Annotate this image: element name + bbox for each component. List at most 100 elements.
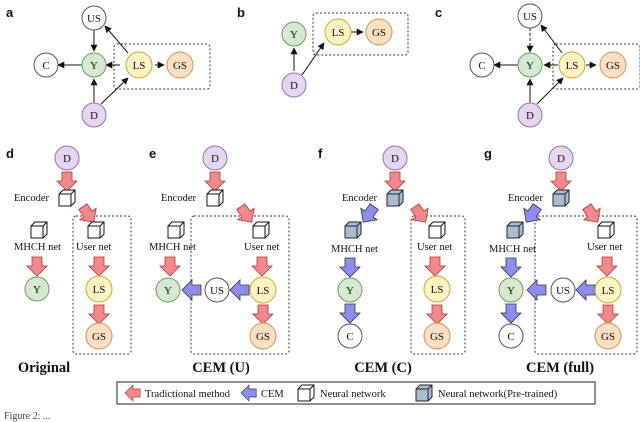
node-y: Y <box>81 52 107 78</box>
node-c: C <box>498 323 524 349</box>
svg-text:GS: GS <box>606 60 620 72</box>
user-net-label: User net <box>244 242 279 253</box>
mhch-pretrained-cube-icon <box>506 221 524 239</box>
node-d: D <box>81 102 107 128</box>
cem-arrow <box>339 303 361 324</box>
svg-text:LS: LS <box>257 285 270 297</box>
user-box <box>113 43 211 90</box>
svg-text:D: D <box>526 110 534 122</box>
svg-text:Y: Y <box>526 60 534 72</box>
traditional-arrow <box>596 256 618 277</box>
panel-g: g D Encoder MHCH net User net Y US LS C … <box>484 145 638 376</box>
svg-text:US: US <box>556 285 570 297</box>
node-us: US <box>204 277 230 303</box>
encoder-label: Encoder <box>508 193 543 204</box>
svg-text:D: D <box>211 153 219 165</box>
node-ls: LS <box>85 275 113 303</box>
user-box <box>410 215 466 355</box>
svg-text:LS: LS <box>566 60 579 72</box>
user-box <box>312 12 409 56</box>
panel-e: e D Encoder MHCH net User net Y US LS GS… <box>149 145 290 376</box>
panel-d: d D Encoder MHCH net User net Y LS GS Or… <box>6 145 132 376</box>
svg-text:US: US <box>87 13 101 25</box>
node-d: D <box>202 145 228 171</box>
node-us: US <box>81 5 107 31</box>
encoder-cube-icon <box>206 189 224 207</box>
legend-neural-icon <box>297 384 315 402</box>
encoder-label: Encoder <box>14 193 49 204</box>
legend: Tradictional method CEM Neural network N… <box>116 381 596 405</box>
node-ls: LS <box>324 18 352 46</box>
title-cem-full: CEM (full) <box>526 360 594 376</box>
title-original: Original <box>18 360 70 376</box>
node-ls: LS <box>249 276 277 304</box>
encoder-label: Encoder <box>161 193 196 204</box>
svg-text:Y: Y <box>507 285 515 297</box>
svg-text:Y: Y <box>90 60 98 72</box>
svg-text:LS: LS <box>332 27 345 39</box>
svg-text:C: C <box>42 60 49 72</box>
panel-letter-e: e <box>149 146 156 161</box>
svg-text:GS: GS <box>601 331 615 343</box>
svg-text:D: D <box>557 153 565 165</box>
mhch-net-label: MHCH net <box>489 244 536 255</box>
mhch-net-label: MHCH net <box>149 242 196 253</box>
node-ls: LS <box>125 51 153 79</box>
node-c: C <box>337 323 363 349</box>
node-d: D <box>548 145 574 171</box>
node-gs: GS <box>166 51 194 79</box>
svg-text:US: US <box>210 285 224 297</box>
node-c: C <box>33 52 59 78</box>
traditional-arrow <box>597 304 619 325</box>
svg-text:C: C <box>478 60 485 72</box>
title-cem-c: CEM (C) <box>354 360 412 376</box>
node-ls: LS <box>558 51 586 79</box>
traditional-arrow <box>384 171 406 192</box>
cem-arrow <box>181 279 202 301</box>
user-box <box>552 43 640 90</box>
traditional-arrow <box>426 304 448 325</box>
user-cube-icon <box>597 221 615 239</box>
mhch-cube-icon <box>167 221 185 239</box>
mhch-cube-icon <box>30 221 48 239</box>
user-box <box>72 215 132 355</box>
cem-arrow <box>339 257 361 278</box>
node-y: Y <box>155 277 181 303</box>
traditional-arrow <box>159 256 181 277</box>
node-ls: LS <box>594 276 622 304</box>
node-y: Y <box>281 21 307 47</box>
node-gs: GS <box>365 18 393 46</box>
panel-letter-d: d <box>6 146 14 161</box>
node-c: C <box>469 52 495 78</box>
svg-text:Y: Y <box>290 29 298 41</box>
user-net-label: User net <box>587 242 622 253</box>
svg-text:GS: GS <box>256 331 270 343</box>
panel-c: c US C Y LS GS D <box>435 3 640 128</box>
panel-f: f D Encoder MHCH net User net Y LS C GS … <box>318 145 466 376</box>
svg-text:Y: Y <box>164 285 172 297</box>
svg-text:D: D <box>391 153 399 165</box>
node-gs: GS <box>423 322 451 350</box>
node-us: US <box>550 277 576 303</box>
traditional-arrow <box>26 256 48 277</box>
user-net-label: User net <box>76 242 111 253</box>
svg-text:US: US <box>523 11 537 23</box>
title-cem-u: CEM (U) <box>192 360 250 376</box>
node-gs: GS <box>599 51 627 79</box>
legend-neural: Neural network <box>320 389 386 400</box>
svg-text:C: C <box>507 331 514 343</box>
traditional-arrow <box>204 171 226 192</box>
traditional-arrow <box>550 171 572 192</box>
svg-text:GS: GS <box>372 27 386 39</box>
legend-traditional: Tradictional method <box>145 389 231 400</box>
mhch-net-label: MHCH net <box>331 244 378 255</box>
legend-pretrained-icon <box>415 384 433 402</box>
traditional-arrow <box>251 256 273 277</box>
node-gs: GS <box>249 322 277 350</box>
legend-box <box>116 381 596 405</box>
node-gs: GS <box>594 322 622 350</box>
legend-cem: CEM <box>261 389 284 400</box>
mhch-net-label: MHCH net <box>14 242 61 253</box>
node-y: Y <box>24 276 50 302</box>
